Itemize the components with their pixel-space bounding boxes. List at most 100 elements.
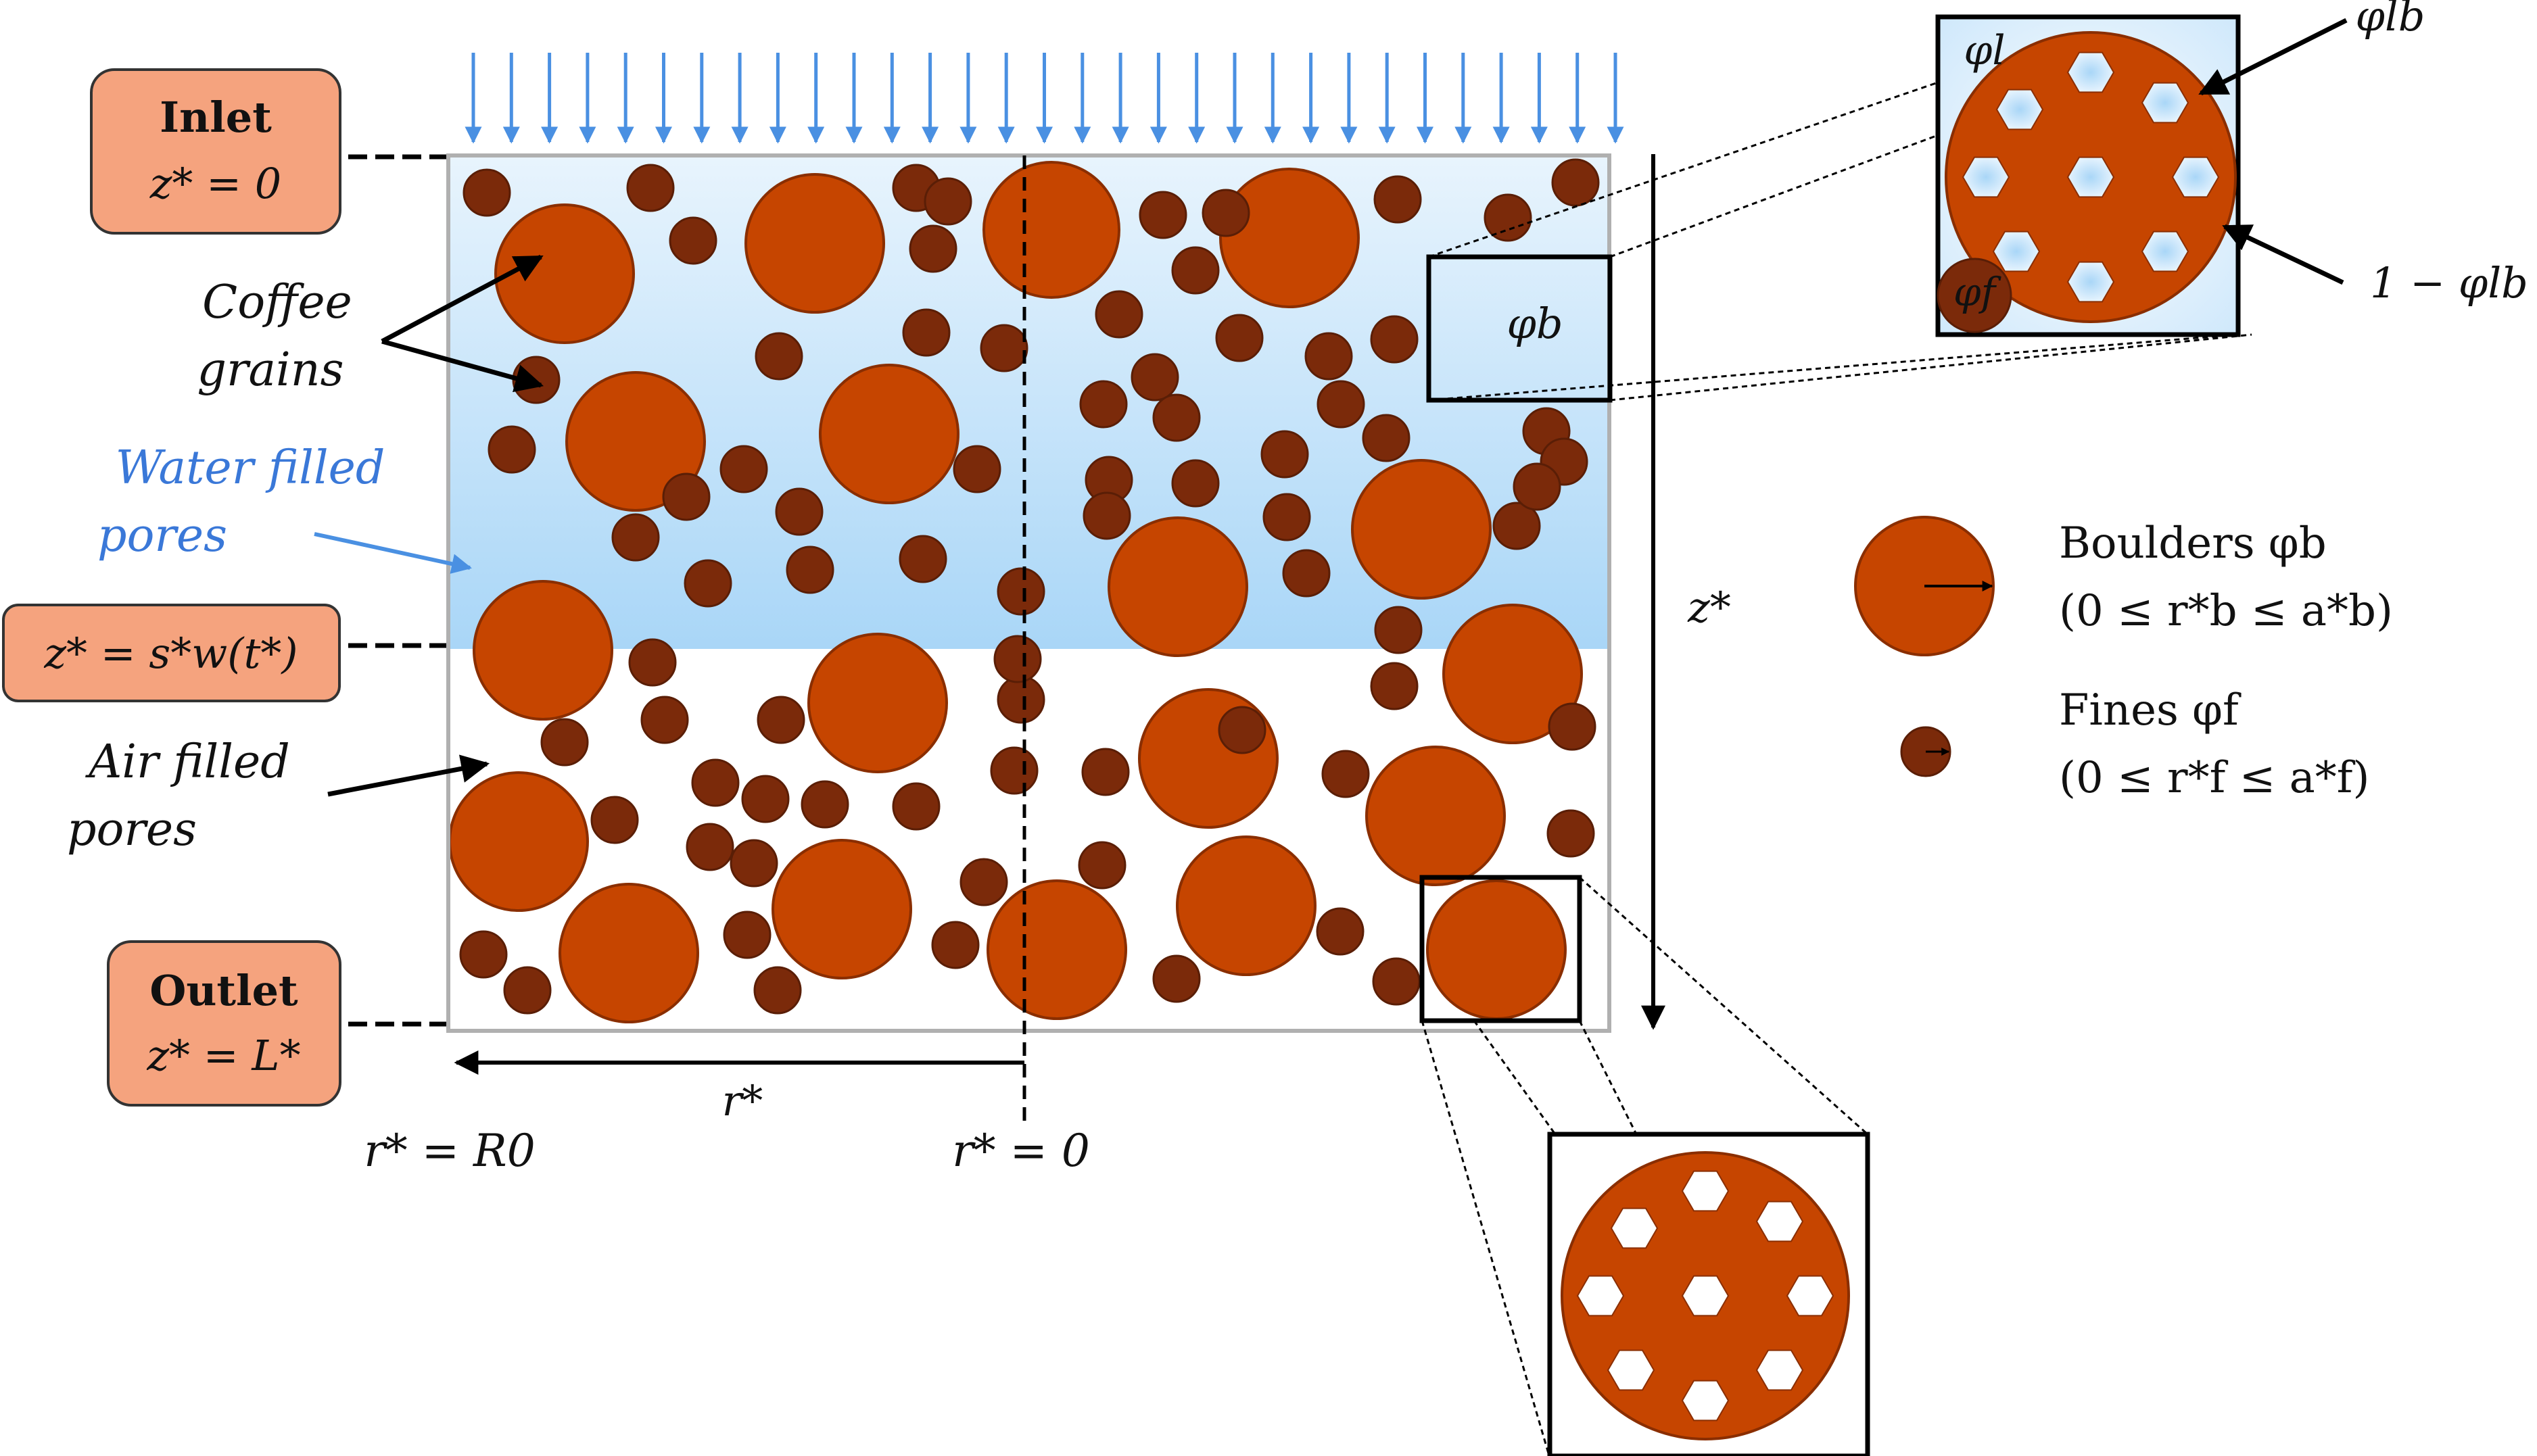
fine-grain	[924, 177, 972, 226]
varphi-lb-label: φlb	[2356, 0, 2425, 41]
hexagon-pore-icon	[1576, 1275, 1625, 1317]
boulder-grain	[565, 371, 706, 512]
wetting-front-box: z* = s*w(t*)	[2, 604, 341, 702]
fine-grain	[1513, 462, 1561, 511]
fine-grain	[1372, 957, 1421, 1006]
water-pores-label-line1: Water filled	[116, 441, 385, 495]
fine-grain	[611, 513, 660, 562]
fine-grain	[931, 921, 980, 969]
fine-grain	[540, 718, 589, 767]
fine-grain	[488, 425, 536, 474]
boulder-grain	[1442, 604, 1583, 744]
fine-grain	[1079, 380, 1128, 429]
fine-grain	[997, 567, 1045, 616]
hexagon-pore-icon	[1607, 1349, 1655, 1391]
fine-grain	[1551, 158, 1600, 207]
fine-grain	[753, 966, 802, 1015]
fine-grain	[628, 638, 677, 687]
fine-grain	[1370, 315, 1419, 364]
fine-grain	[959, 858, 1008, 906]
hexagon-pore-icon	[2141, 82, 2189, 124]
inlet-equation: z* = 0	[149, 159, 281, 208]
boulder-grain	[1426, 879, 1567, 1020]
hexagon-pore-icon	[2171, 156, 2220, 198]
fine-grain	[1083, 491, 1131, 540]
fine-grain	[902, 308, 951, 357]
center-radius-label: r* = 0	[952, 1125, 1090, 1177]
outer-radius-label: r* = R0	[364, 1125, 536, 1177]
fine-grain	[1139, 191, 1187, 239]
fine-grain	[1304, 332, 1353, 381]
fine-grain	[741, 775, 790, 823]
air-pores-pointer	[327, 754, 490, 797]
boulder-grain	[494, 203, 635, 344]
hexagon-pore-icon	[1962, 156, 2010, 198]
fine-grain	[892, 782, 941, 831]
legend-fines-range: (0 ≤ r*f ≤ a*f)	[2059, 753, 2369, 803]
zoom-box-bottom	[1419, 875, 1582, 1023]
hexagon-pore-icon	[1995, 89, 2044, 130]
fine-grain	[640, 696, 689, 744]
coffee-grains-pointer-1	[381, 254, 544, 344]
fine-grain	[719, 445, 768, 493]
air-pores-label-line2: pores	[67, 803, 197, 856]
fine-grain	[669, 216, 717, 265]
fine-grain	[1171, 459, 1220, 508]
legend-fines-label: Fines φf	[2059, 685, 2242, 735]
boulder-grain	[1176, 835, 1317, 976]
fine-grain	[1548, 702, 1596, 751]
fine-grain	[723, 911, 772, 959]
boulder-grain	[987, 879, 1127, 1020]
boulder-grain	[819, 364, 959, 504]
hexagon-pore-icon	[2066, 261, 2115, 303]
varphi-lb-pointer	[2198, 18, 2348, 96]
fine-grain	[899, 535, 947, 583]
fine-grain	[1492, 502, 1541, 550]
water-pores-label-line2: pores	[97, 509, 227, 562]
hexagon-pore-icon	[1610, 1207, 1659, 1249]
fine-grain	[730, 839, 778, 888]
inlet-title: Inlet	[160, 93, 272, 142]
hexagon-pore-icon	[2066, 51, 2115, 93]
boulder-grain	[744, 173, 885, 314]
fine-grain	[1078, 841, 1127, 890]
hexagon-pore-icon	[1681, 1380, 1730, 1422]
projection-lines-top	[1428, 81, 2252, 402]
fine-grain	[463, 168, 511, 217]
phi-f-label: φf	[1953, 269, 2002, 315]
boulder-grain	[772, 839, 912, 979]
fine-grain	[503, 966, 552, 1015]
hexagon-pore-icon	[2141, 230, 2189, 272]
boulder-grain	[473, 580, 613, 721]
hexagon-pore-icon	[1755, 1349, 1804, 1391]
fine-grain	[953, 445, 1001, 493]
depth-axis-label: z*	[1687, 583, 1731, 632]
wetting-front-equation: z* = s*w(t*)	[43, 629, 298, 678]
fine-grain	[1316, 907, 1365, 956]
inflow-arrows	[465, 53, 1624, 144]
coffee-grains-label-line1: Coffee	[202, 276, 352, 329]
legend: Boulders φb (0 ≤ r*b ≤ a*b) Fines φf (0 …	[1854, 516, 2393, 803]
boulder-grain	[807, 633, 948, 773]
fine-grain	[786, 545, 834, 594]
hexagon-pore-icon	[2066, 156, 2115, 198]
fine-grain	[1484, 193, 1532, 242]
boulder-grain	[1108, 516, 1248, 657]
fine-grain	[980, 324, 1028, 372]
legend-boulders-range: (0 ≤ r*b ≤ a*b)	[2059, 586, 2393, 636]
fine-grain	[1095, 290, 1143, 339]
hexagon-pore-icon	[1681, 1275, 1730, 1317]
boulder-grain	[982, 161, 1120, 299]
coffee-grains-pointer-2	[381, 339, 544, 393]
outlet-title: Outlet	[149, 966, 298, 1015]
fine-grain	[1546, 809, 1595, 858]
fine-grain	[801, 780, 849, 829]
fine-grain	[590, 796, 639, 844]
water-pores-pointer	[314, 532, 472, 574]
outlet-equation: z* = L*	[146, 1031, 300, 1080]
legend-boulders-label: Boulders φb	[2059, 518, 2327, 568]
boulder-grain	[1138, 688, 1279, 829]
projection-lines-bottom	[1421, 876, 1868, 1454]
grain-layer	[448, 158, 1600, 1023]
